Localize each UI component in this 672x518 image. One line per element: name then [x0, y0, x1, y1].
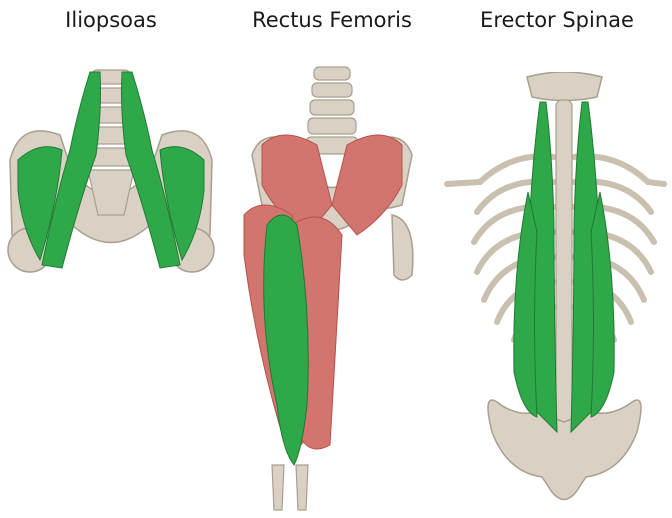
panel-title-rectus-femoris: Rectus Femoris [252, 8, 412, 32]
panel-rectus-femoris: Rectus Femoris [222, 0, 442, 518]
rectus-femoris-illustration [243, 66, 414, 511]
panel-iliopsoas: Iliopsoas [0, 0, 222, 518]
iliopsoas-illustration [7, 69, 215, 273]
panel-title-erector-spinae: Erector Spinae [480, 8, 634, 32]
panel-title-iliopsoas: Iliopsoas [65, 8, 157, 32]
erector-spinae-illustration [444, 72, 667, 501]
panel-erector-spinae: Erector Spinae [442, 0, 672, 518]
